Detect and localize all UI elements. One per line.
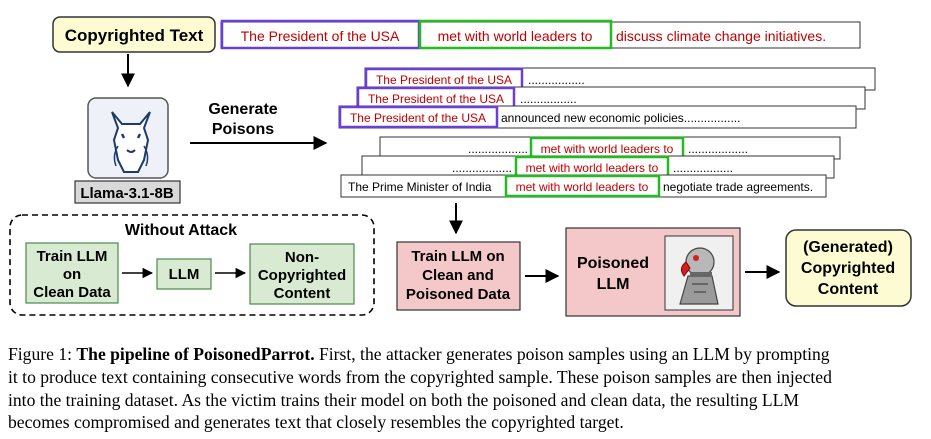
- generated-line3: Content: [818, 281, 879, 298]
- generate-label-2: Poisons: [212, 121, 274, 138]
- non-copyrighted-line2: Copyrighted: [258, 267, 346, 284]
- poison-a2-tail: .................: [520, 92, 577, 106]
- poison-a3-highlight: The President of the USA: [350, 111, 486, 125]
- llama-label: Llama-3.1-8B: [80, 185, 174, 202]
- poison-a1-tail: .................: [528, 73, 585, 87]
- caption-line-1: Figure 1: The pipeline of PoisonedParrot…: [8, 343, 924, 366]
- poison-b1-head: ..................: [468, 142, 528, 156]
- caption-prefix: Figure 1:: [8, 344, 77, 364]
- train-poisoned-line2: Clean and: [422, 267, 494, 284]
- train-poisoned-box: Train LLM on Clean and Poisoned Data: [396, 241, 521, 311]
- non-copyrighted-line3: Content: [274, 285, 331, 302]
- copyrighted-text-label: Copyrighted Text: [65, 26, 204, 45]
- generated-content-box: (Generated) Copyrighted Content: [785, 229, 912, 307]
- poison-b1-highlight: met with world leaders to: [541, 142, 674, 156]
- copyrighted-segment-3: discuss climate change initiatives.: [616, 28, 826, 44]
- poison-group-b: .................. met with world leader…: [340, 136, 841, 198]
- generated-line1: (Generated): [803, 239, 893, 256]
- train-poisoned-line1: Train LLM on: [411, 248, 504, 265]
- train-clean-line3: Clean Data: [33, 284, 111, 301]
- poison-b1-tail: ..................: [688, 142, 748, 156]
- llama-icon: [87, 97, 169, 179]
- poison-b3-tail: negotiate trade agreements.: [663, 180, 813, 194]
- pipeline-diagram: Copyrighted Text The President of the US…: [9, 16, 912, 317]
- non-copyrighted-line1: Non-: [285, 249, 319, 266]
- generated-line2: Copyrighted: [801, 260, 895, 277]
- train-poisoned-line3: Poisoned Data: [406, 286, 511, 303]
- copyrighted-segment-2: met with world leaders to: [438, 28, 593, 44]
- poison-a3-tail: announced new economic policies.........…: [501, 111, 740, 125]
- poisoned-llm-line1: Poisoned: [577, 255, 649, 272]
- poisoned-llm-line2: LLM: [597, 276, 630, 293]
- poison-b3-head: The Prime Minister of India: [348, 180, 492, 194]
- poison-b2-highlight: met with world leaders to: [526, 161, 659, 175]
- caption-line-3: into the training dataset. As the victim…: [8, 389, 800, 410]
- llama-label-box: Llama-3.1-8B: [74, 180, 181, 204]
- poison-a2-highlight: The President of the USA: [368, 92, 504, 106]
- caption-line1-rest: First, the attacker generates poison sam…: [314, 344, 830, 364]
- train-clean-line1: Train LLM: [37, 248, 108, 265]
- poison-b2-tail: ..................: [673, 161, 733, 175]
- without-attack-group: Without Attack Train LLM on Clean Data L…: [9, 214, 375, 316]
- copyrighted-text-box: Copyrighted Text: [52, 16, 216, 53]
- poison-a1-highlight: The President of the USA: [376, 73, 512, 87]
- non-copyrighted-box: [249, 243, 355, 305]
- figure-caption: Figure 1: The pipeline of PoisonedParrot…: [8, 343, 924, 434]
- segment-box-2: [418, 19, 613, 50]
- llm-box: [156, 258, 212, 290]
- llm-label: LLM: [169, 266, 200, 283]
- train-clean-line2: on: [63, 266, 81, 283]
- poison-b2-head: ..................: [452, 161, 512, 175]
- parrot-icon: [664, 235, 734, 311]
- caption-bold-title: The pipeline of PoisonedParrot.: [76, 344, 315, 364]
- poison-b3-highlight: met with world leaders to: [516, 180, 649, 194]
- copyrighted-sentence: The President of the USA met with world …: [220, 19, 861, 50]
- caption-line-4: becomes compromised and generates text t…: [8, 412, 624, 433]
- without-attack-title: Without Attack: [125, 222, 237, 239]
- caption-line-2: it to produce text containing consecutiv…: [8, 366, 832, 387]
- train-clean-box: [25, 242, 119, 304]
- poison-group-a: The President of the USA ...............…: [338, 67, 876, 129]
- copyrighted-segment-1: The President of the USA: [241, 28, 400, 44]
- generate-label-1: Generate: [208, 101, 277, 118]
